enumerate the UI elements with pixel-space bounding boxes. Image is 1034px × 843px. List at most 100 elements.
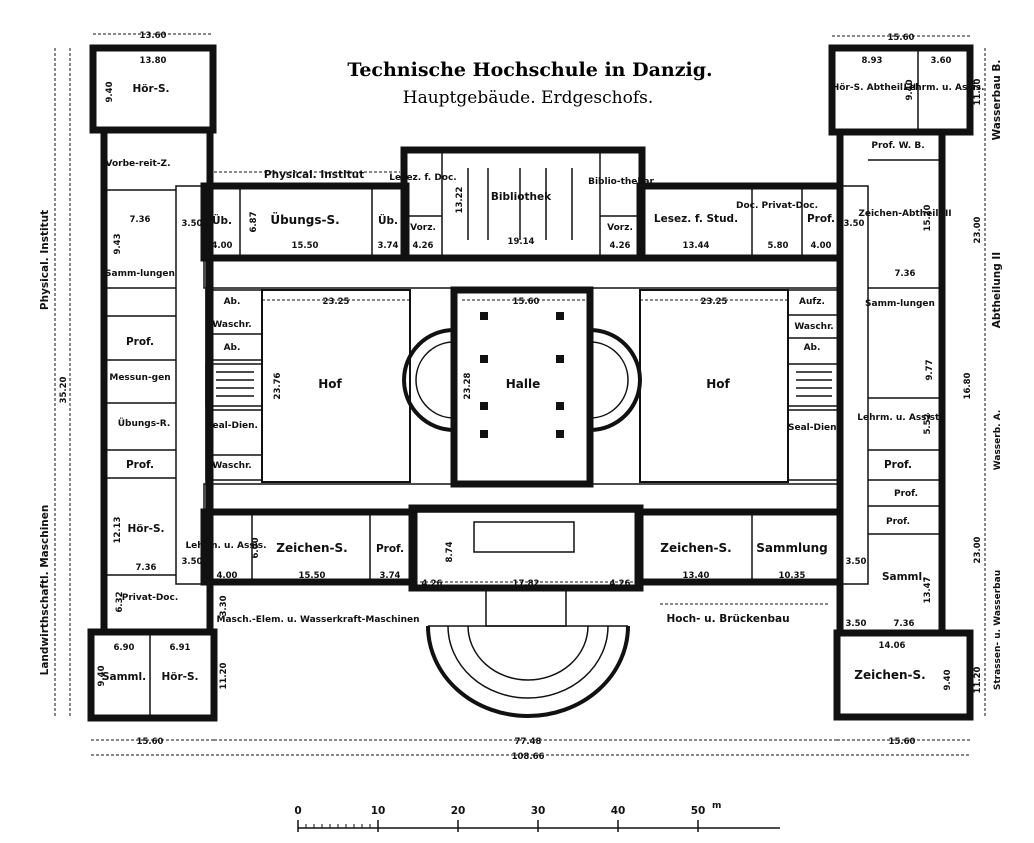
plan-subtitle: Hauptgebäude. Erdgeschofs. [403, 88, 654, 108]
scale-tick-label: 20 [451, 805, 466, 817]
dim-label: 35.20 [59, 376, 69, 403]
dim-label: 13.80 [140, 56, 167, 66]
room-samml-sw: Samml. [102, 671, 146, 683]
side-landw-masch: Landwirthschaftl. Maschinen [39, 505, 51, 676]
room-zeichen-abth: Zeichen-Abtheil. II [858, 209, 951, 219]
side-strassen-wasserbau: Strassen- u. Wasserbau [993, 570, 1003, 690]
dim-label: 3.74 [378, 241, 399, 251]
dim-label: 11.20 [973, 666, 983, 693]
scale-tick-label: 30 [531, 805, 546, 817]
dim-label: 8.93 [862, 56, 883, 66]
dim-label: 4.26 [610, 241, 631, 251]
dim-label: 7.36 [130, 215, 151, 225]
dim-label: 3.60 [931, 56, 952, 66]
scale-tick-label: 40 [611, 805, 626, 817]
room-sammlung-s: Sammlung [756, 541, 828, 555]
dim-label: 15.50 [292, 241, 319, 251]
room-prof-e1: Prof. [884, 459, 912, 471]
dim-label: 23.00 [973, 216, 983, 243]
dim-label: 77.48 [515, 737, 542, 747]
dim-label: 11.20 [973, 78, 983, 105]
dim-label: 4.00 [212, 241, 233, 251]
room-prof-e2: Prof. [894, 489, 918, 499]
room-zeichen-se: Zeichen-S. [854, 668, 925, 682]
dim-label: 7.36 [894, 619, 915, 629]
dim-label: 13.40 [683, 571, 710, 581]
dimension-lines [54, 33, 986, 756]
room-bibliothekar: Biblio-thekar [588, 177, 654, 187]
dim-label: 10.35 [779, 571, 806, 581]
dim-label: 3.50 [182, 219, 203, 229]
room-prof-wb: Prof. W. B. [871, 141, 924, 151]
dim-label: 13.47 [923, 576, 933, 603]
label-hoch-bruecken: Hoch- u. Brückenbau [666, 613, 789, 625]
dim-label: 5.80 [768, 241, 789, 251]
room-vorbereit: Vorbe-reit-Z. [106, 159, 171, 169]
dim-label: 3.30 [219, 595, 229, 616]
dim-label: 6.00 [251, 537, 261, 558]
dim-label: 6.90 [114, 643, 135, 653]
room-hoer-ne: Hör-S. Abtheil. II [832, 83, 917, 93]
dim-label: 7.36 [136, 563, 157, 573]
dim-label: 23.25 [323, 297, 350, 307]
dim-label: 4.26 [610, 579, 631, 589]
scale-bar: 0 10 20 30 40 50 m [294, 801, 780, 832]
dim-label: 11.20 [219, 662, 229, 689]
room-hoer-nw: Hör-S. [132, 83, 169, 95]
dim-label: 6.87 [249, 211, 259, 232]
dim-label: 13.44 [683, 241, 710, 251]
room-doc-privat: Doc. Privat-Doc. [736, 201, 818, 211]
dim-label: 4.26 [422, 579, 443, 589]
room-aufz: Aufz. [799, 297, 825, 307]
scale-tick-label: 50 [691, 805, 706, 817]
room-hoer-sw: Hör-S. [161, 671, 198, 683]
room-lehrm-assis-s: Lehrm. u. Assis. [185, 541, 266, 551]
room-bibliothek: Bibliothek [491, 191, 552, 203]
dim-label: 9.43 [113, 233, 123, 254]
dim-label: 15.60 [889, 737, 916, 747]
room-lesez-stud: Lesez. f. Stud. [654, 213, 738, 225]
scale-tick-label: 10 [371, 805, 386, 817]
dim-label: 3.50 [182, 557, 203, 567]
scale-unit: m [712, 801, 721, 811]
room-samm-e: Samm-lungen [865, 299, 935, 309]
side-abtheilung-2: Abtheilung II [991, 252, 1003, 328]
dim-label: 9.40 [905, 79, 915, 100]
dim-label: 3.50 [844, 219, 865, 229]
room-zeichen-s-w: Zeichen-S. [276, 541, 347, 555]
dim-label: 15.60 [888, 33, 915, 43]
room-lehrm-assist-e: Lehrm. u. Assist. [857, 413, 942, 423]
dim-label: 9.40 [105, 81, 115, 102]
dim-label: 12.13 [113, 516, 123, 543]
side-wasserb-a: Wasserb. A. [993, 410, 1003, 470]
room-hof-w: Hof [318, 377, 342, 391]
room-vorz-right: Vorz. [607, 223, 633, 233]
dim-label: 7.36 [895, 269, 916, 279]
room-halle: Halle [506, 377, 541, 391]
plan-title: Technische Hochschule in Danzig. [347, 59, 712, 81]
room-uebungs-r: Übungs-R. [118, 418, 171, 429]
dim-label: 9.40 [943, 669, 953, 690]
dim-label: 4.00 [811, 241, 832, 251]
side-wasserbau-b: Wasserbau B. [991, 60, 1003, 141]
dim-label: 23.28 [463, 372, 473, 399]
dim-label: 23.25 [701, 297, 728, 307]
room-prof-w: Prof. [126, 336, 154, 348]
dim-label: 3.50 [846, 557, 867, 567]
room-zeichen-s-e: Zeichen-S. [660, 541, 731, 555]
room-waschr-w2: Waschr. [212, 461, 251, 471]
dim-label: 15.60 [137, 737, 164, 747]
dim-label: 108.66 [512, 752, 545, 762]
label-phys-inst-top: Physical. Institut [264, 169, 364, 181]
room-ab-w1: Ab. [224, 297, 241, 307]
room-samm-w: Samm-lungen [105, 269, 175, 279]
room-samml-e: Samml. [882, 571, 926, 583]
side-phys-inst: Physical. Institut [39, 210, 51, 310]
room-labels: Hör-S. Vorbe-reit-Z. Physical. Institut … [102, 83, 985, 683]
dim-label: 5.52 [923, 413, 933, 434]
dim-label: 15.60 [513, 297, 540, 307]
room-uebungs-s: Übungs-S. [270, 212, 339, 227]
room-hof-e: Hof [706, 377, 730, 391]
dim-label: 8.74 [445, 541, 455, 562]
room-prof-top: Prof. [807, 213, 835, 225]
